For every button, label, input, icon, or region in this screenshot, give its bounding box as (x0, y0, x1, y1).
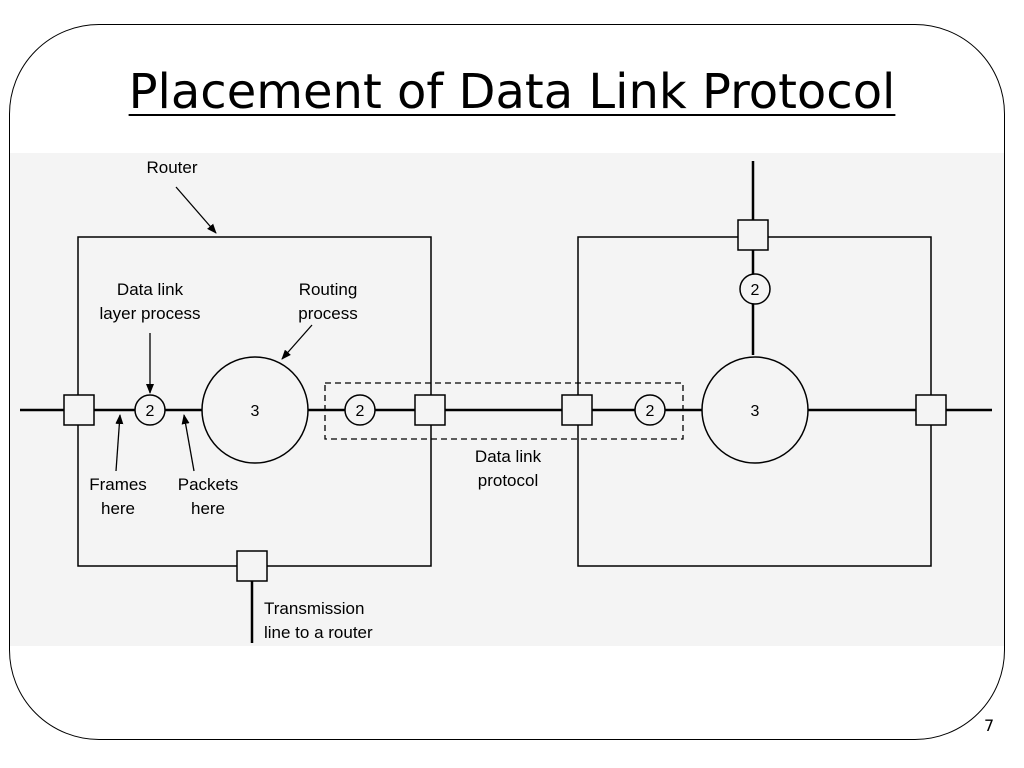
routing-process-circle-left (201, 356, 309, 464)
frames-here-label-line2: here (101, 499, 135, 518)
node-label-2: 2 (356, 403, 365, 420)
data-link-protocol-label-line2: protocol (478, 471, 538, 490)
slide-title: Placement of Data Link Protocol (128, 64, 896, 120)
frames-here-label-line1: Frames (89, 475, 147, 494)
packets-here-label-line1: Packets (178, 475, 238, 494)
interface-square-right-left (561, 394, 593, 426)
packets-here-label-line2: here (191, 499, 225, 518)
routing-process-arrow (281, 324, 313, 360)
router-label: Router (146, 158, 197, 177)
node-label-3: 3 (251, 403, 260, 420)
data-link-protocol-box (324, 382, 684, 440)
interface-square-top (737, 219, 769, 251)
router-arrow (175, 186, 217, 234)
interface-square-left-right (414, 394, 446, 426)
interface-square-bottom (236, 550, 268, 582)
transmission-line-label-line2: line to a router (264, 623, 373, 642)
node-label-2: 2 (751, 282, 760, 299)
data-link-process-node-3 (634, 394, 666, 426)
frames-here-arrow (115, 414, 124, 472)
data-link-diagram: 2 2 2 2 3 3 Router Data link layer proce… (20, 158, 992, 643)
data-link-protocol-label-line1: Data link (475, 447, 542, 466)
data-link-process-label-line1: Data link (117, 280, 184, 299)
routing-process-label-line1: Routing (299, 280, 358, 299)
interface-square-far-right (915, 394, 947, 426)
node-label-3: 3 (751, 403, 760, 420)
node-label-2: 2 (146, 403, 155, 420)
data-link-process-node-4 (739, 273, 771, 305)
slide-frame (9, 24, 1005, 740)
routing-process-label-line2: process (298, 304, 358, 323)
data-link-process-label-line2: layer process (99, 304, 200, 323)
interface-square-far-left (63, 394, 95, 426)
diagram-panel: 2 2 2 2 3 3 Router Data link layer proce… (10, 153, 1004, 646)
transmission-line-label-line1: Transmission (264, 599, 364, 618)
page-number: 7 (984, 716, 995, 735)
data-link-process-node-2 (344, 394, 376, 426)
data-link-process-node-1 (134, 394, 166, 426)
node-label-2: 2 (646, 403, 655, 420)
routing-process-circle-right (701, 356, 809, 464)
packets-here-arrow (181, 414, 195, 472)
